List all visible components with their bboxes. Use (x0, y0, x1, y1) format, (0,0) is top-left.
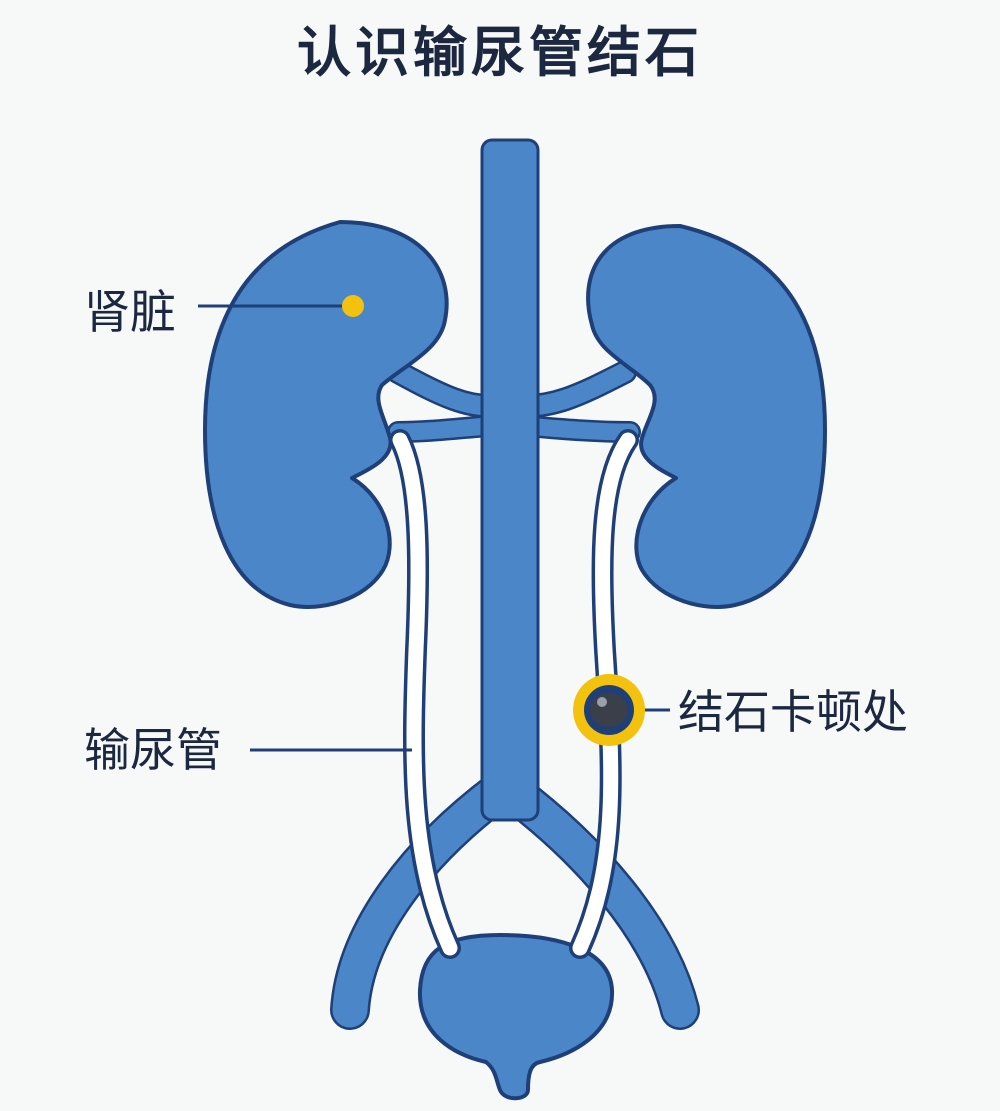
iliac-vessels (330, 770, 700, 1030)
aorta (480, 138, 540, 822)
ureter-label: 输尿管 (84, 723, 222, 777)
bladder (417, 933, 615, 1101)
kidney-right (586, 224, 827, 609)
ureters (389, 429, 639, 959)
kidney-label: 肾脏 (84, 285, 176, 339)
page-title: 认识输尿管结石 (297, 21, 703, 84)
stone-site-label: 结石卡顿处 (678, 685, 908, 739)
kidney-marker-icon (342, 295, 364, 317)
kidney-left (203, 220, 449, 609)
stone-marker-icon (573, 674, 645, 746)
